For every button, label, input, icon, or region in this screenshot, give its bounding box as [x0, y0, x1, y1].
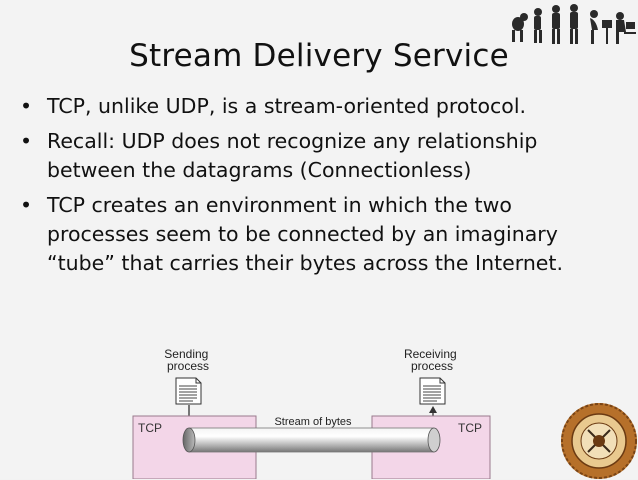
bullet-item: • Recall: UDP does not recognize any rel…	[20, 127, 620, 185]
college-seal-logo	[561, 403, 637, 479]
bullet-marker: •	[20, 193, 33, 217]
bullet-text: Recall: UDP does not recognize any relat…	[47, 129, 538, 182]
bullet-item: • TCP, unlike UDP, is a stream-oriented …	[20, 92, 620, 121]
sending-process-text: Sending	[164, 347, 208, 361]
bullet-text: TCP creates an environment in which the …	[47, 193, 563, 275]
byte-stream-tube	[182, 427, 441, 453]
stream-of-bytes-label: Stream of bytes	[274, 416, 352, 428]
sending-process-label: Sending process	[164, 347, 211, 373]
slide-title: Stream Delivery Service	[129, 38, 509, 74]
evolution-logo	[512, 4, 636, 44]
sending-process-text-line2: process	[167, 359, 209, 373]
sending-document-icon	[175, 377, 202, 405]
bullet-marker: •	[20, 129, 33, 153]
tcp-left-label: TCP	[138, 421, 162, 435]
receiving-process-text: Receiving	[404, 347, 457, 361]
receiving-process-label: Receiving process	[404, 347, 460, 373]
receiving-process-text-line2: process	[411, 359, 453, 373]
receiving-document-icon	[419, 377, 446, 405]
bullet-list: • TCP, unlike UDP, is a stream-oriented …	[20, 92, 620, 284]
bullet-marker: •	[20, 94, 33, 118]
bullet-item: • TCP creates an environment in which th…	[20, 191, 620, 278]
tcp-right-label: TCP	[458, 421, 482, 435]
bullet-text: TCP, unlike UDP, is a stream-oriented pr…	[47, 94, 527, 118]
